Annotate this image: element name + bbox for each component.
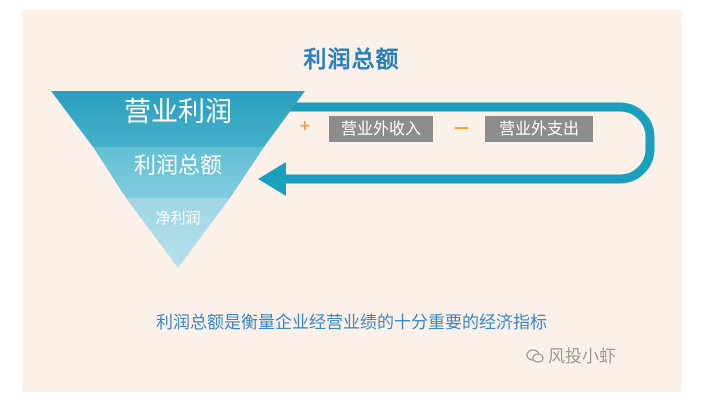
return-arrow — [285, 102, 655, 184]
plus-sign: + — [299, 118, 311, 134]
minus-sign: — — [454, 118, 469, 136]
watermark: 风投小虾 — [526, 342, 616, 367]
chat-bubble-icon — [526, 349, 544, 363]
funnel-label-net-profit: 净利润 — [155, 209, 200, 227]
funnel-level-3 — [126, 198, 230, 268]
caption-text: 利润总额是衡量企业经营业绩的十分重要的经济指标 — [156, 313, 547, 333]
non-operating-expense-label: 营业外支出 — [485, 116, 593, 142]
watermark-text: 风投小虾 — [548, 347, 616, 367]
funnel-label-operating-profit: 营业利润 — [124, 97, 232, 128]
page-title: 利润总额 — [303, 47, 400, 73]
non-operating-income-label: 营业外收入 — [329, 116, 433, 142]
funnel-level-1 — [51, 91, 305, 147]
funnel-label-total-profit: 利润总额 — [134, 154, 222, 179]
funnel-level-2 — [93, 147, 264, 198]
return-arrowhead — [258, 162, 286, 196]
